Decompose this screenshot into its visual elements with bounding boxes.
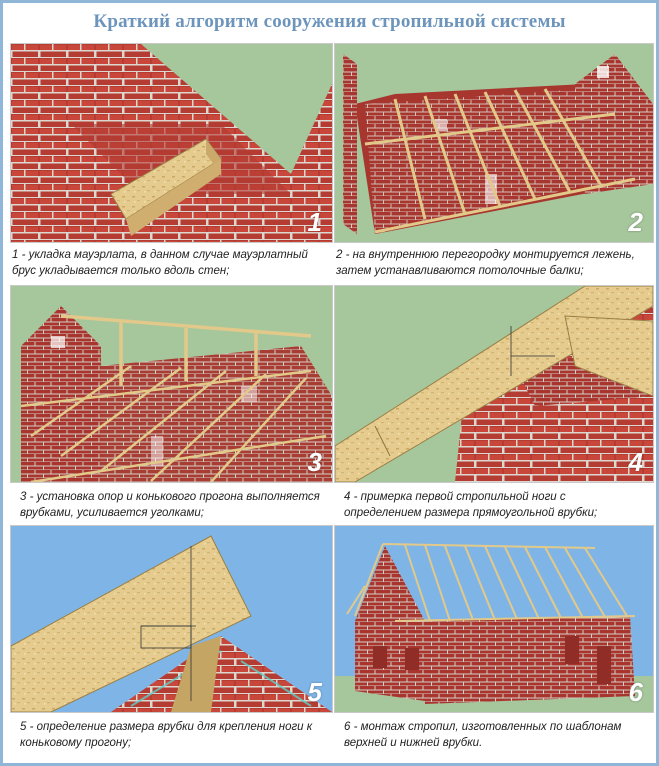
step-1-illustration: 1 <box>10 43 333 243</box>
brick-corner-mauerlat-drawing <box>11 44 332 242</box>
step-5-number: 5 <box>307 677 322 707</box>
step-2-number: 2 <box>628 207 643 237</box>
step-5-caption: 5 - определение размера врубки для крепл… <box>20 721 313 749</box>
ridge-supports-drawing <box>11 286 332 482</box>
step-6-number: 6 <box>628 677 643 707</box>
step-4-illustration: 4 <box>334 285 654 483</box>
step-3-caption: 3 - установка опор и конькового прогона … <box>20 491 320 519</box>
step-6-illustration: 6 <box>334 525 654 713</box>
step-4-number: 4 <box>628 447 643 477</box>
completed-rafters-house-drawing <box>335 526 653 712</box>
step-5-illustration: 5 <box>10 525 333 713</box>
step-6-caption: 6 - монтаж стропил, изготовленных по шаб… <box>344 721 622 749</box>
step-2-caption: 2 - на внутреннюю перегородку монтируетс… <box>336 249 635 277</box>
step-1-number: 1 <box>307 207 322 237</box>
ridge-notch-drawing <box>11 526 332 712</box>
step-3-illustration: 3 <box>10 285 333 483</box>
walls-ceiling-beams-drawing <box>335 44 653 242</box>
step-1-caption: 1 - укладка мауэрлата, в данном случае м… <box>12 249 308 277</box>
step-4-caption: 4 - примерка первой стропильной ноги с о… <box>344 491 598 519</box>
step-2-illustration: 2 <box>334 43 654 243</box>
page-title: Краткий алгоритм сооружения стропильной … <box>93 11 566 32</box>
first-rafter-fitting-drawing <box>335 286 653 482</box>
step-3-number: 3 <box>307 447 322 477</box>
